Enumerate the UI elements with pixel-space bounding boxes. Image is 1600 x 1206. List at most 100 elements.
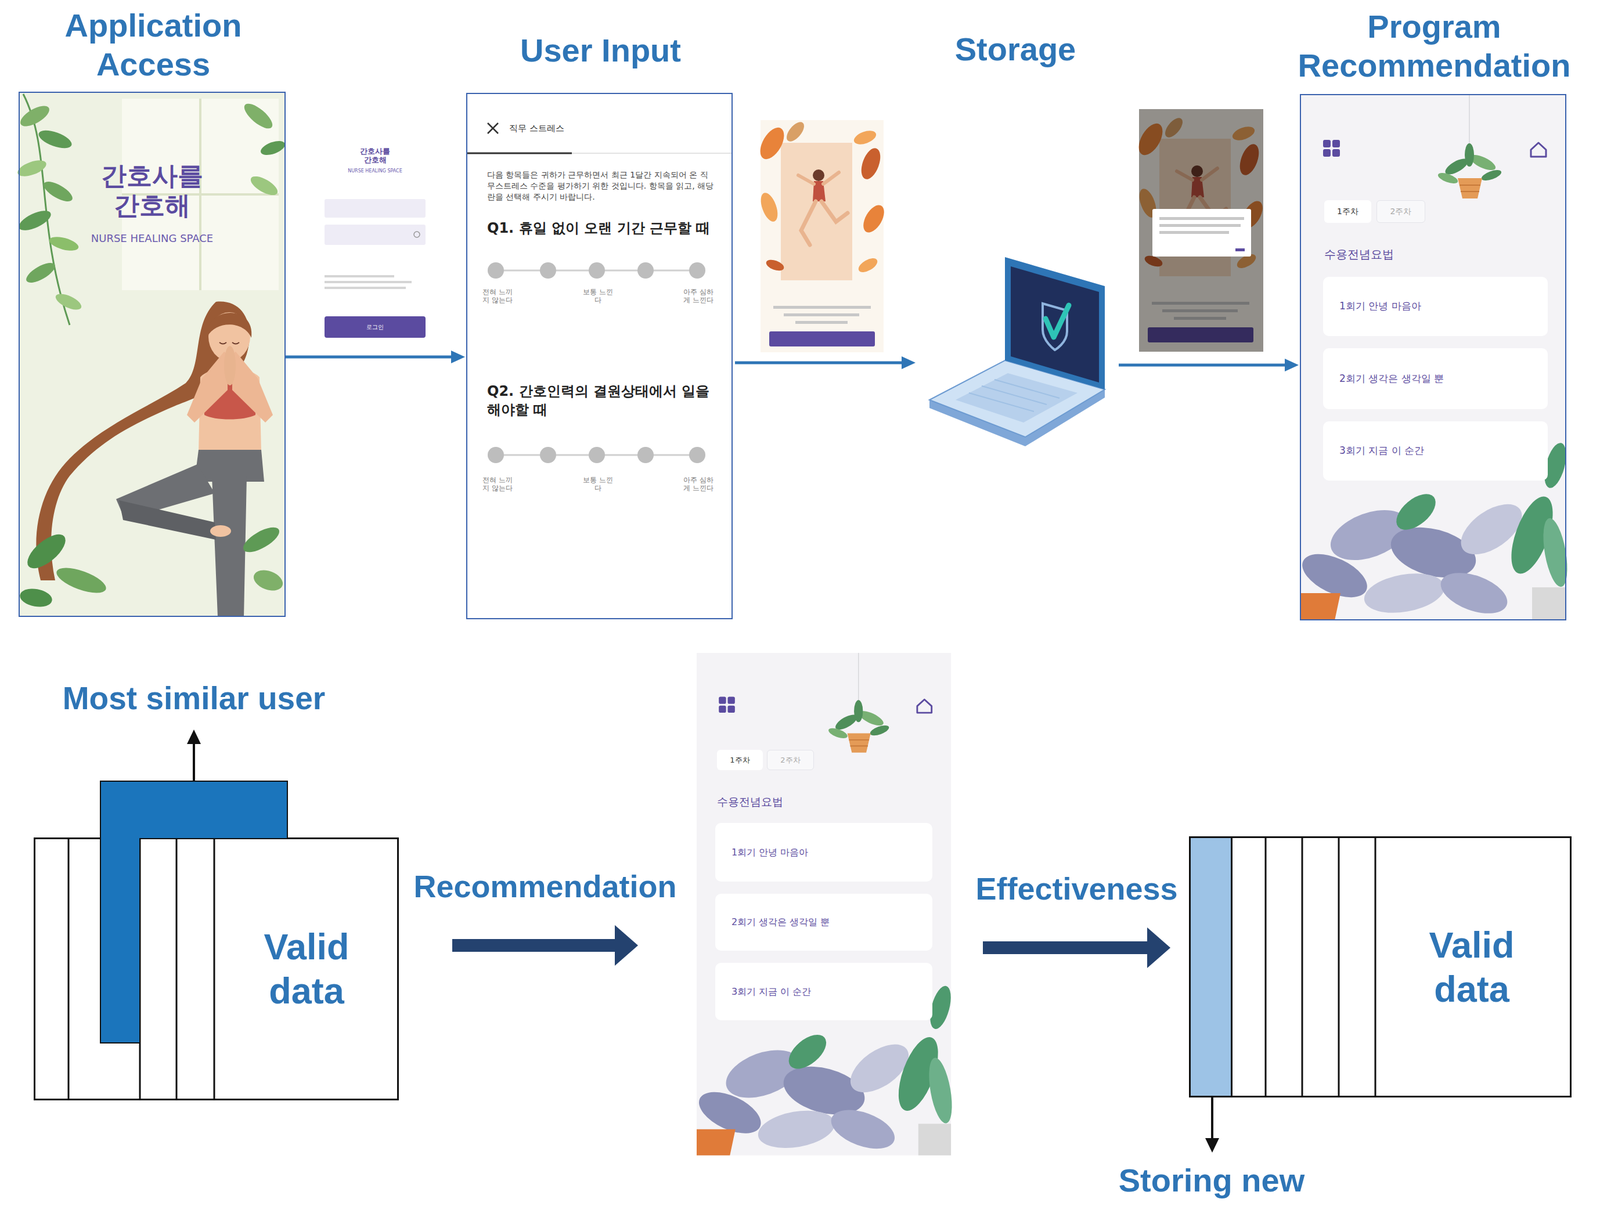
splash-illustration	[53, 563, 110, 599]
session-card: 2회기 생각은 생각일 뿐	[1323, 348, 1548, 410]
splash-illustration	[40, 177, 75, 205]
text-holder: 2회기 생각은 생각일 뿐	[731, 916, 830, 929]
flow-arrow	[734, 361, 902, 365]
text-holder: 로그인	[324, 316, 426, 338]
laptop-icon	[929, 257, 1105, 447]
text-holder: 다음 항목들은 귀하가 근무하면서 최근 1달간 지속되어 온 직무스트레스 수…	[487, 169, 715, 203]
session-card: 1회기 안녕 마음아	[715, 823, 933, 882]
text-holder: 전혀 느끼지 않는다	[481, 287, 514, 305]
program-screen: Program Recommendation1주차2주차수용전념요법1회기 안녕…	[1299, 94, 1567, 621]
app-screenshot-dimmed	[1159, 231, 1230, 234]
login-button: 로그인	[324, 316, 426, 338]
login-screen	[324, 280, 412, 284]
splash-screen: Application Access간호사를 간호해NURSE HEALING …	[18, 91, 286, 618]
scale-label: 아주 심하게 느낀다	[682, 476, 715, 493]
text-holder: Storage	[888, 29, 1142, 69]
survey-screen	[539, 262, 557, 279]
text-holder: 전혀 느끼지 않는다	[481, 476, 514, 493]
splash-illustration	[23, 258, 58, 287]
splash-illustration	[15, 91, 287, 618]
survey-screen	[637, 262, 654, 279]
splash-illustration	[16, 206, 54, 234]
scale-label: 아주 심하게 느낀다	[682, 287, 715, 305]
text-holder: Storing new	[1074, 1161, 1349, 1200]
text-holder: 2회기 생각은 생각일 뿐	[1339, 372, 1444, 385]
pointer-arrow	[192, 741, 196, 781]
instruction-text: 다음 항목들은 귀하가 근무하면서 최근 1달간 지속되어 온 직무스트레스 수…	[487, 169, 715, 203]
data-stack: Valid data Storing new	[1188, 836, 1572, 1098]
record-label: Most similar user	[0, 679, 405, 718]
app-title: 간호사를 간호해	[357, 147, 393, 165]
scale-label: 전혀 느끼지 않는다	[481, 476, 514, 493]
week-tab: 1주차	[1324, 200, 1372, 223]
login-screen	[316, 142, 434, 342]
survey-screen	[466, 92, 733, 620]
session-title: 3회기 지금 이 순간	[731, 986, 812, 998]
splash-illustration	[219, 342, 227, 345]
splash-illustration	[15, 157, 49, 180]
app-screenshot-dimmed	[1159, 224, 1241, 227]
survey-screen	[487, 447, 504, 464]
storage-server: Storage	[923, 250, 1108, 449]
app-screenshot	[692, 94, 1572, 1157]
text-holder: 수용전념요법	[1324, 247, 1545, 262]
stage-heading: User Input	[432, 30, 769, 70]
app-screenshot	[1295, 94, 1572, 622]
login-screen	[324, 224, 426, 245]
app-screenshot	[692, 653, 957, 1157]
data-stack	[1265, 836, 1267, 1098]
app-subtitle: NURSE HEALING SPACE	[65, 232, 240, 246]
text-holder: 간호사를 간호해	[357, 147, 393, 165]
node-outline	[100, 781, 288, 1044]
program-name: 수용전념요법	[716, 795, 926, 810]
survey-screen	[588, 262, 605, 279]
similar-user-record: Most similar user	[99, 780, 288, 1044]
survey-screen	[637, 447, 654, 464]
splash-illustration	[250, 566, 286, 595]
splash-illustration	[240, 99, 276, 133]
edge-label: Effectiveness	[902, 870, 1252, 908]
splash-illustration	[258, 138, 287, 158]
app-screenshot	[755, 119, 889, 353]
survey-screen	[539, 447, 557, 464]
splash-illustration	[186, 351, 228, 423]
text-holder: NURSE HEALING SPACE	[65, 232, 240, 246]
survey-screen: User Input직무 스트레스다음 항목들은 귀하가 근무하면서 최근 1달…	[466, 92, 733, 620]
text-holder: Most similar user	[0, 679, 405, 718]
app-screenshot-dimmed	[1235, 248, 1245, 252]
session-title: 1회기 안녕 마음아	[731, 847, 809, 859]
session-card: 1회기 안녕 마음아	[1323, 276, 1548, 337]
week-tab: 2주차	[1376, 200, 1426, 223]
text-holder: Valid data	[1390, 923, 1553, 1012]
survey-screen	[689, 447, 706, 464]
new-record: Storing new	[1190, 838, 1233, 1097]
scale-label: 보통 느낀다	[581, 287, 615, 305]
splash-illustration	[18, 91, 286, 618]
session-title: 2회기 생각은 생각일 뿐	[731, 916, 830, 929]
text-holder: 수용전념요법	[716, 795, 926, 810]
app-screenshot-dimmed	[1133, 109, 1267, 352]
node-outline	[99, 780, 288, 1044]
flow-arrow	[1118, 364, 1285, 367]
data-stack	[175, 837, 178, 1101]
data-stack: Valid data	[33, 837, 399, 1101]
survey-question: Q2. 간호인력의 결원상태에서 일을 해야할 때	[487, 382, 715, 420]
text-holder: 2주차	[766, 750, 814, 771]
survey-screen	[487, 123, 499, 134]
splash-illustration	[119, 500, 216, 540]
app-screenshot-dimmed	[1159, 217, 1245, 221]
survey-screen	[487, 123, 499, 134]
splash-illustration	[47, 234, 80, 254]
stage-heading: Program Recommendation	[1277, 6, 1591, 85]
record-label: Storing new	[1074, 1161, 1349, 1200]
laptop-icon	[1004, 257, 1105, 390]
splash-illustration	[23, 94, 70, 326]
text-holder: 1회기 안녕 마음아	[731, 847, 809, 859]
text-holder: Q2. 간호인력의 결원상태에서 일을 해야할 때	[487, 382, 715, 420]
app-screenshot	[755, 119, 889, 353]
laptop-icon	[955, 373, 1078, 423]
survey-screen	[588, 447, 605, 464]
session-title: 1회기 안녕 마음아	[1339, 300, 1422, 313]
session-card: 3회기 지금 이 순간	[1323, 421, 1548, 481]
